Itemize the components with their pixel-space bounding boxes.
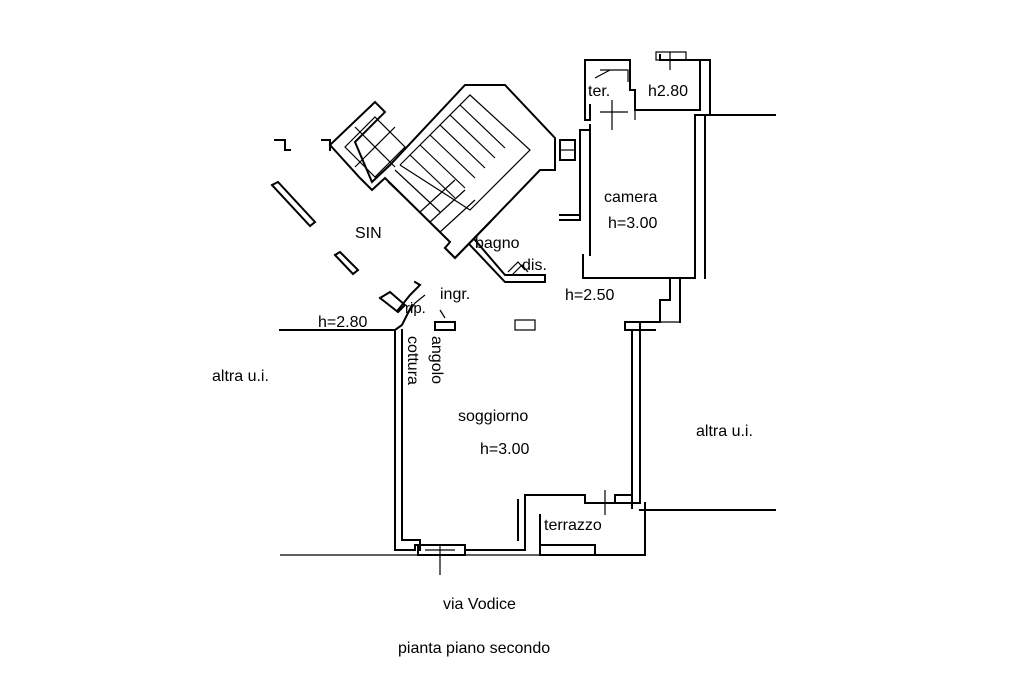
label-altra-right: altra u.i. xyxy=(696,423,753,440)
plan-caption: pianta piano secondo xyxy=(398,640,550,657)
ripostiglio xyxy=(378,280,446,332)
stair-treads xyxy=(387,104,506,233)
label-soggiorno-height: h=3.00 xyxy=(480,441,529,458)
label-sin: SIN xyxy=(355,225,382,242)
label-angolo: angolo xyxy=(428,336,445,384)
bagno-walls xyxy=(443,139,581,283)
label-h250: h=2.50 xyxy=(565,287,614,304)
label-dis: dis. xyxy=(522,257,547,274)
label-camera-height: h=3.00 xyxy=(608,215,657,232)
label-soggiorno: soggiorno xyxy=(458,408,528,425)
label-cottura: cottura xyxy=(404,336,421,385)
label-street: via Vodice xyxy=(443,596,516,613)
label-camera: camera xyxy=(604,189,657,206)
label-ter: ter. xyxy=(588,83,610,100)
stairwell xyxy=(270,84,556,276)
label-ingr: ingr. xyxy=(440,286,470,303)
label-h280-top: h2.80 xyxy=(648,83,688,100)
street-line xyxy=(280,544,645,575)
label-h280-left: h=2.80 xyxy=(318,314,367,331)
soggiorno-walls xyxy=(279,319,656,551)
camera-wing xyxy=(559,51,776,331)
label-altra-left: altra u.i. xyxy=(212,368,269,385)
label-terrazzo: terrazzo xyxy=(544,517,602,534)
label-rip: rip. xyxy=(405,300,426,317)
label-bagno: bagno xyxy=(475,235,520,252)
lift-shaft xyxy=(344,116,406,178)
